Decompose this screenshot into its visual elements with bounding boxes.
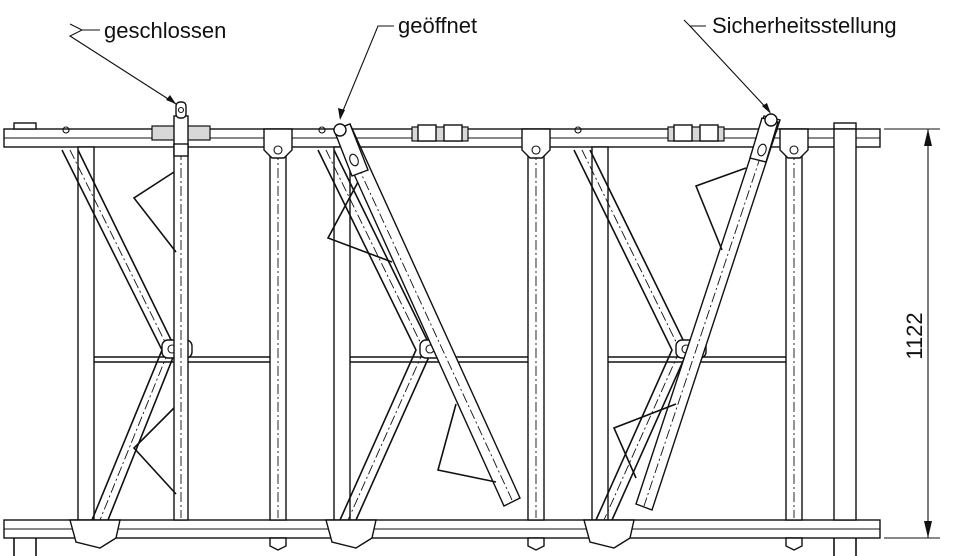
bay-open [317,123,521,549]
bay-closed [61,101,211,549]
label-closed: geschlossen [104,18,226,43]
height-dimension: 1122 [884,128,940,539]
label-safety: Sicherheitsstellung [712,13,897,38]
label-open: geöffnet [398,13,477,38]
label-open-group: geöffnet [338,13,477,120]
right-end-post [833,128,857,521]
bay-safety [573,113,781,549]
height-dimension-value: 1122 [902,312,927,359]
post-brackets [263,128,809,551]
bottom-rail [3,519,881,556]
label-safety-group: Sicherheitsstellung [683,13,897,114]
label-closed-group: geschlossen [68,18,226,105]
fixed-posts [77,146,803,521]
